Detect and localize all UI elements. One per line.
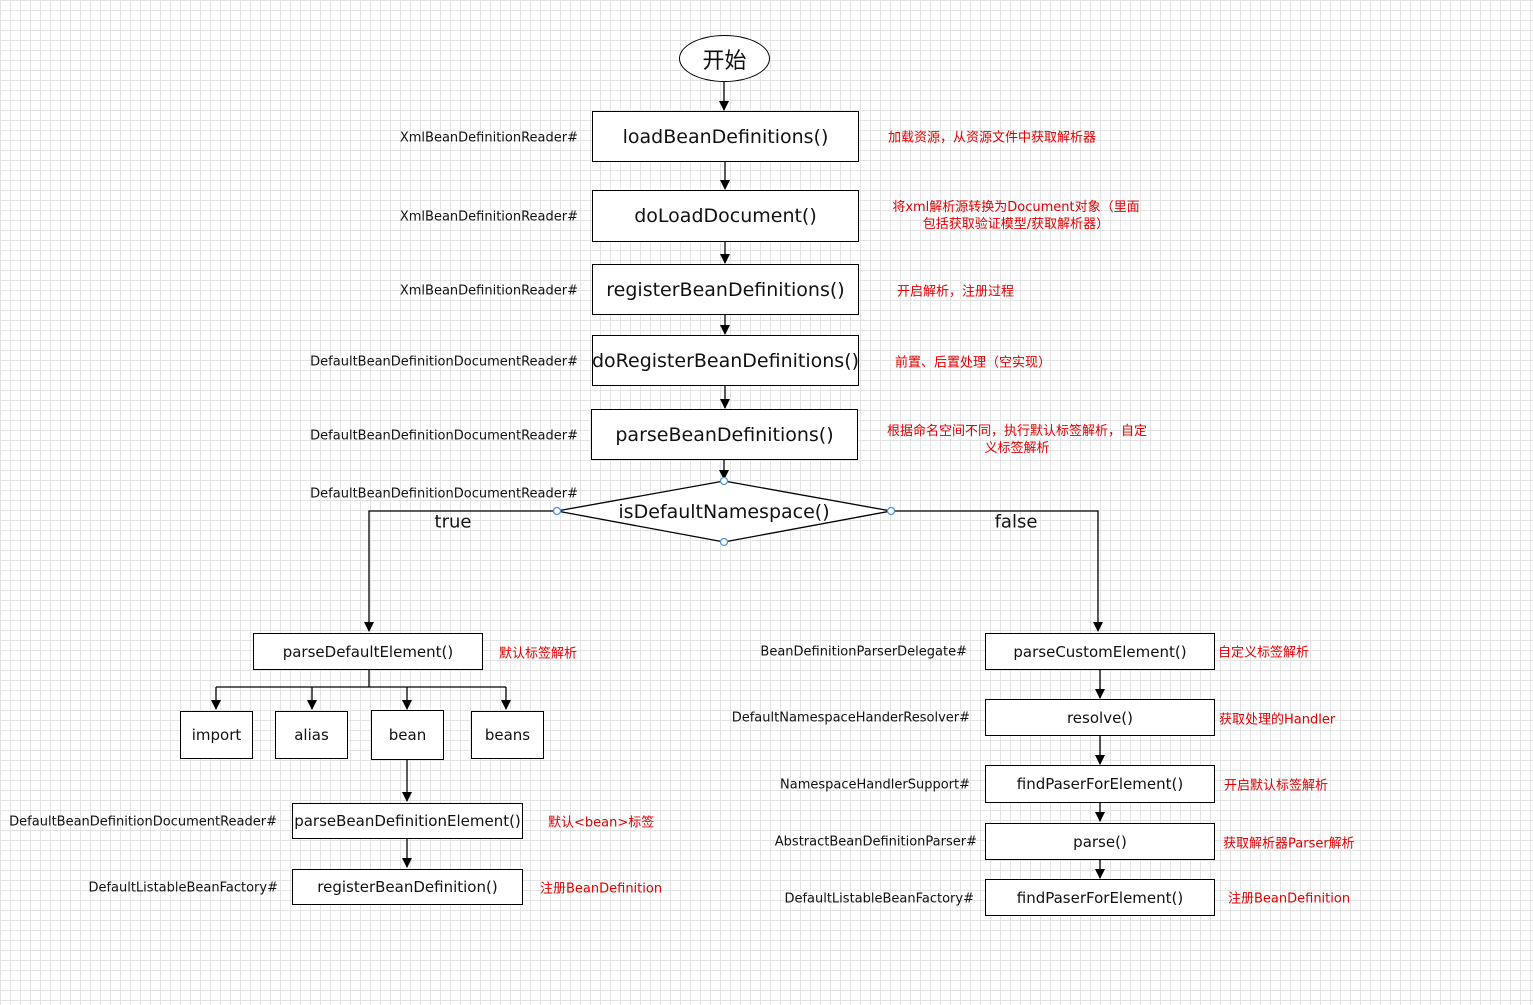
load-bean-definitions-node[interactable]: loadBeanDefinitions() (592, 111, 859, 162)
find-parser-for-element-label: findPaserForElement() (1016, 775, 1184, 793)
start-node[interactable]: 开始 (679, 35, 770, 82)
parse-custom-element-class: BeanDefinitionParserDelegate# (760, 644, 967, 660)
bean-node[interactable]: bean (371, 710, 444, 760)
parse-bean-definitions-label: parseBeanDefinitions() (615, 423, 834, 446)
register-bean-definitions-class: XmlBeanDefinitionReader# (399, 283, 578, 299)
resolve-note: 获取处理的Handler (1219, 712, 1336, 728)
parse-bean-definition-element-label: parseBeanDefinitionElement() (294, 812, 521, 830)
register-bean-definitions-node[interactable]: registerBeanDefinitions() (592, 264, 859, 315)
find-parser-for-element-2-class: DefaultListableBeanFactory# (784, 891, 974, 907)
parse-custom-element-node[interactable]: parseCustomElement() (985, 633, 1215, 670)
parse-bean-definition-element-note: 默认<bean>标签 (548, 815, 655, 831)
false-branch-label: false (994, 511, 1038, 533)
register-bean-definition-note: 注册BeanDefinition (540, 881, 663, 897)
parse-custom-element-label: parseCustomElement() (1013, 642, 1187, 661)
resolve-class: DefaultNamespaceHanderResolver# (731, 710, 970, 726)
parse-bean-definition-element-class: DefaultBeanDefinitionDocumentReader# (9, 814, 277, 830)
do-load-document-class: XmlBeanDefinitionReader# (399, 209, 578, 225)
alias-node[interactable]: alias (275, 711, 348, 759)
load-bean-definitions-label: loadBeanDefinitions() (622, 125, 829, 148)
do-register-bean-definitions-label: doRegisterBeanDefinitions() (591, 349, 860, 372)
parse-bean-definitions-class: DefaultBeanDefinitionDocumentReader# (310, 428, 578, 444)
find-parser-for-element-2-note: 注册BeanDefinition (1228, 891, 1351, 907)
arrow-false-branch (891, 510, 1103, 632)
resolve-node[interactable]: resolve() (985, 699, 1215, 736)
register-bean-definitions-label: registerBeanDefinitions() (606, 278, 845, 301)
decision-label: isDefaultNamespace() (618, 501, 830, 523)
parse-label: parse() (1073, 832, 1127, 851)
do-load-document-node[interactable]: doLoadDocument() (592, 190, 859, 242)
import-node[interactable]: import (180, 711, 253, 759)
do-load-document-note: 将xml解析源转换为Document对象（里面包括获取验证模型/获取解析器） (892, 200, 1140, 232)
find-parser-for-element-2-node[interactable]: findPaserForElement() (985, 879, 1215, 916)
diamond-handle-right[interactable] (886, 506, 896, 516)
decision-class: DefaultBeanDefinitionDocumentReader# (310, 486, 578, 502)
register-bean-definitions-note: 开启解析，注册过程 (897, 284, 1015, 300)
parse-default-element-note: 默认标签解析 (499, 646, 578, 662)
find-parser-for-element-note: 开启默认标签解析 (1224, 778, 1329, 794)
do-register-bean-definitions-class: DefaultBeanDefinitionDocumentReader# (310, 354, 578, 370)
register-bean-definition-label: registerBeanDefinition() (317, 878, 498, 896)
parse-default-element-label: parseDefaultElement() (282, 642, 454, 661)
register-bean-definition-class: DefaultListableBeanFactory# (88, 880, 278, 896)
parse-bean-definitions-node[interactable]: parseBeanDefinitions() (591, 409, 858, 460)
parse-note: 获取解析器Parser解析 (1223, 836, 1355, 852)
load-bean-definitions-note: 加载资源，从资源文件中获取解析器 (888, 130, 1097, 146)
parse-class: AbstractBeanDefinitionParser# (774, 834, 977, 850)
arrow-true-branch (364, 510, 557, 632)
diamond-handle-top[interactable] (719, 476, 729, 486)
load-bean-definitions-class: XmlBeanDefinitionReader# (399, 130, 578, 146)
beans-label: beans (484, 726, 531, 744)
start-label: 开始 (702, 48, 747, 74)
parse-node[interactable]: parse() (985, 823, 1215, 860)
do-register-bean-definitions-node[interactable]: doRegisterBeanDefinitions() (592, 335, 859, 386)
beans-node[interactable]: beans (471, 711, 544, 759)
parse-default-element-node[interactable]: parseDefaultElement() (253, 633, 483, 670)
import-label: import (191, 726, 242, 744)
alias-label: alias (294, 726, 329, 744)
register-bean-definition-node[interactable]: registerBeanDefinition() (292, 869, 523, 905)
do-register-bean-definitions-note: 前置、后置处理（空实现） (895, 355, 1052, 371)
find-parser-for-element-node[interactable]: findPaserForElement() (985, 765, 1215, 803)
diamond-handle-bottom[interactable] (719, 537, 729, 547)
find-parser-for-element-2-label: findPaserForElement() (1016, 888, 1184, 907)
find-parser-for-element-class: NamespaceHandlerSupport# (780, 777, 970, 793)
parse-custom-element-note: 自定义标签解析 (1218, 645, 1310, 661)
bean-label: bean (388, 726, 427, 744)
do-load-document-label: doLoadDocument() (634, 205, 817, 227)
true-branch-label: true (434, 511, 472, 533)
resolve-label: resolve() (1066, 708, 1134, 727)
parse-bean-definitions-note: 根据命名空间不同，执行默认标签解析，自定义标签解析 (886, 424, 1147, 456)
parse-bean-definition-element-node[interactable]: parseBeanDefinitionElement() (292, 803, 523, 839)
diamond-handle-left[interactable] (552, 506, 562, 516)
